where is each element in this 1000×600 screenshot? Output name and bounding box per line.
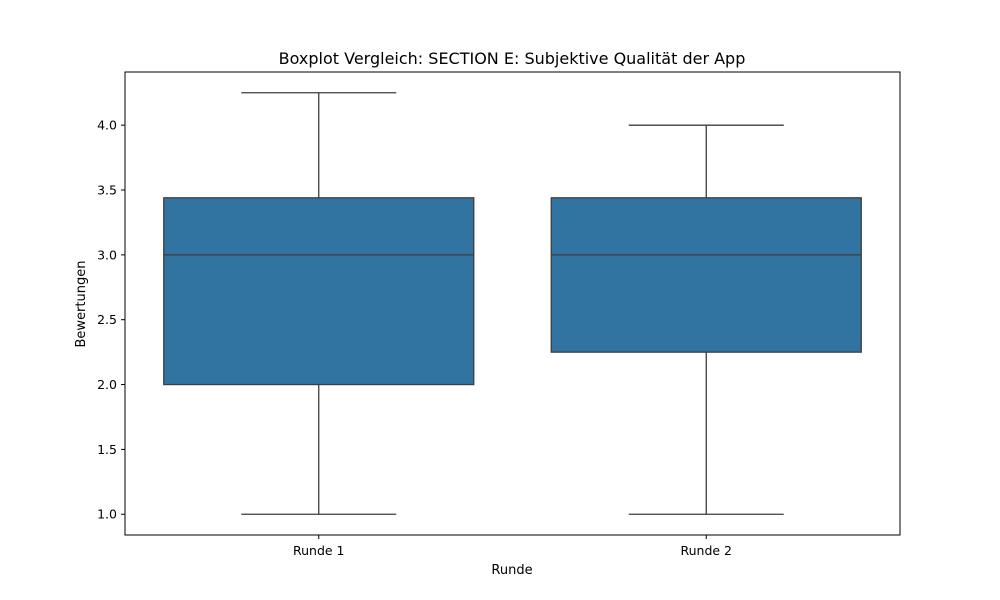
y-tick-label: 2.0 — [97, 377, 117, 392]
box-group — [163, 92, 475, 515]
plot-frame — [124, 71, 901, 536]
y-axis: 1.0 1.5 2.0 2.5 3.0 3.5 4.0 — [97, 118, 125, 522]
x-tick-label: Runde 2 — [680, 543, 732, 558]
chart-title: Boxplot Vergleich: SECTION E: Subjektive… — [279, 49, 746, 68]
y-tick-label: 1.0 — [97, 507, 117, 522]
y-tick-label: 3.0 — [97, 247, 117, 262]
y-tick-label: 2.5 — [97, 312, 117, 327]
x-axis: Runde 1 Runde 2 — [293, 535, 732, 558]
x-axis-label: Runde — [491, 563, 532, 578]
box — [163, 197, 475, 386]
box — [550, 197, 862, 353]
y-axis-label: Bewertungen — [74, 261, 89, 348]
x-tick-label: Runde 1 — [293, 543, 345, 558]
y-tick-label: 4.0 — [97, 118, 117, 133]
y-tick-label: 1.5 — [97, 442, 117, 457]
plot-area — [163, 92, 862, 515]
box-group — [550, 124, 862, 515]
y-tick-label: 3.5 — [97, 183, 117, 198]
